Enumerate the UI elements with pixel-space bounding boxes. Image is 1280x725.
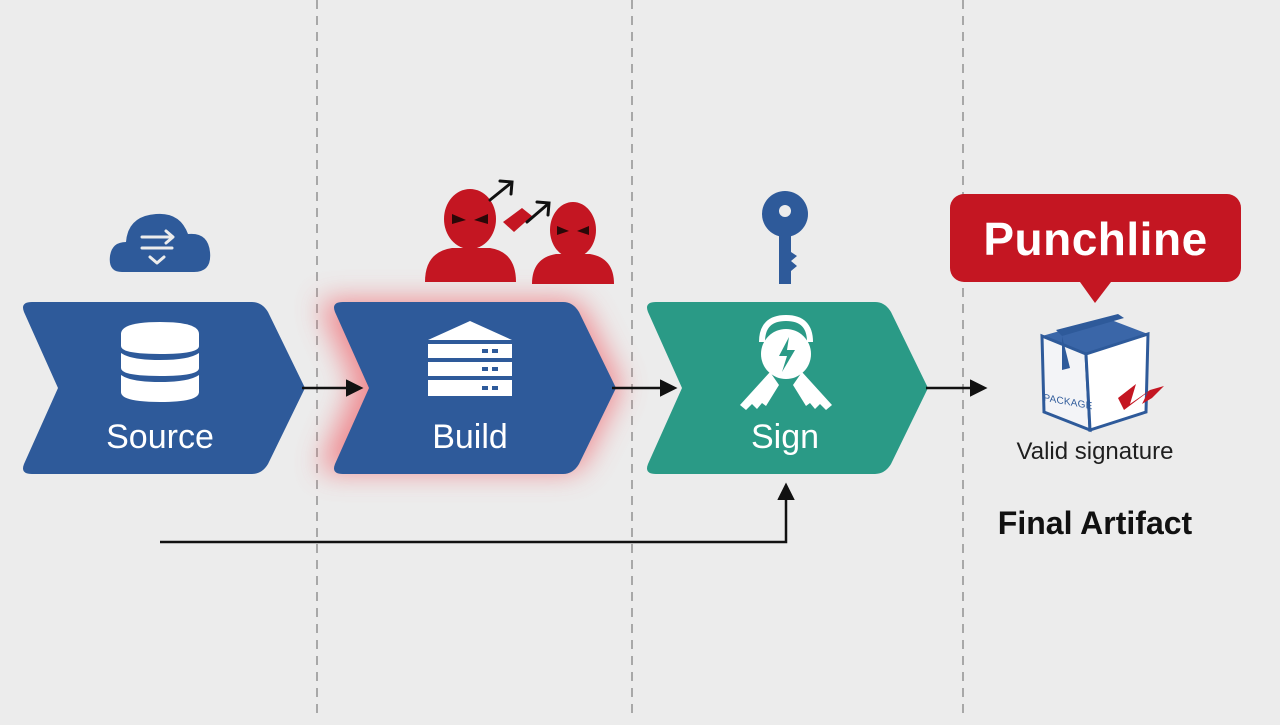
punchline-callout: Punchline: [983, 213, 1208, 265]
attackers-icon: [425, 179, 614, 284]
stage-label-build: Build: [432, 418, 508, 456]
lane-dividers: [316, 0, 964, 720]
final-artifact-title: Final Artifact: [997, 505, 1193, 541]
flow-arrows: [160, 379, 988, 544]
stage-label-sign: Sign: [750, 418, 820, 456]
stage-sign-shape: [647, 302, 928, 474]
keyring-icon: [740, 314, 832, 410]
arrow-source-bypass-to-sign: [160, 482, 795, 544]
stage-label-source: Source: [106, 418, 214, 456]
valid-signature-text: Valid signature: [1016, 438, 1174, 465]
server-rack-icon: [428, 321, 512, 396]
database-icon: [121, 322, 199, 402]
key-icon: [762, 191, 808, 284]
cloud-sync-icon: [109, 213, 211, 272]
punchline-callout-shape: [950, 194, 1241, 303]
package-box-icon: [1040, 314, 1164, 433]
